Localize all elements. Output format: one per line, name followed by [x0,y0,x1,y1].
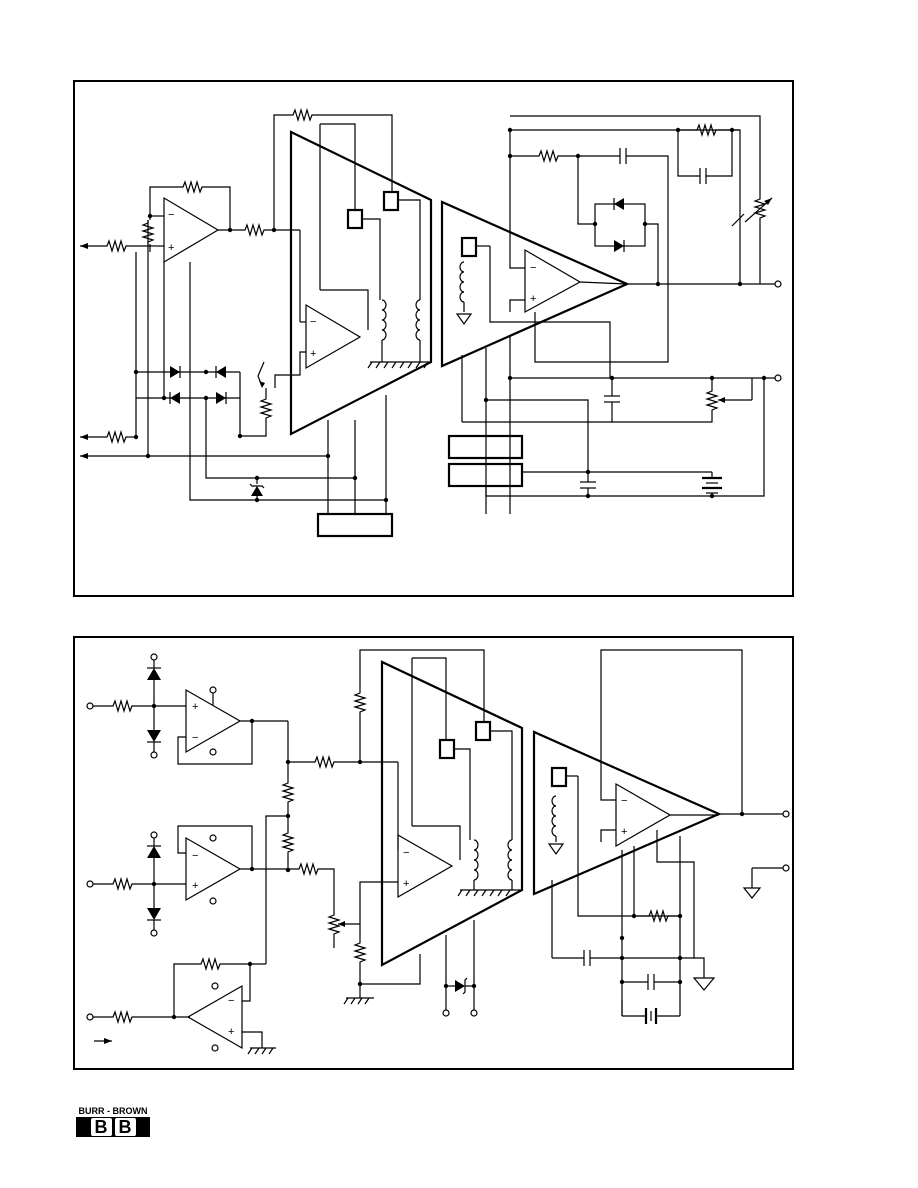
output-ground-symbol-2 [547,843,565,856]
isolation-block-c [438,738,456,760]
divider-resistor-bottom [282,829,294,855]
isolation-block-b [382,190,400,212]
filter-capacitor [604,395,620,403]
coupling-resistor [241,224,267,236]
figure-1-frame [73,80,794,597]
transformer-coil-left-2 [473,839,479,881]
logo-mark: B B [76,1117,150,1137]
input-3-resistor [109,1011,135,1023]
diode-network [169,366,227,404]
sense-resistor [103,431,129,443]
battery-symbol [702,472,722,496]
output-opamp-minus-label: − [530,262,536,274]
clamp-diodes [613,198,625,252]
burr-brown-logo: BURR - BROWN B B [76,1106,150,1137]
output-ground-triangle [692,977,716,991]
reference-resistor [354,939,366,965]
isolation-block-d [474,720,492,742]
logo-letter-2: B [114,1118,136,1136]
transformer-coil-left [381,299,387,341]
balance-trim-pot [328,911,340,937]
buffer-opamp-1-minus-label: − [192,732,198,744]
logo-wordmark: BURR - BROWN [78,1106,148,1116]
output-ground-symbol [455,313,473,326]
input-power-supply-block [316,512,394,538]
output-power-block-a [447,434,524,460]
buffer-opamp-2-minus-label: − [192,850,198,862]
summing-resistor-2 [295,863,321,875]
inner-opamp-1 [305,303,362,370]
feedback-resistor [179,181,205,193]
input-opamp-minus-label: − [168,209,174,221]
input-1-resistor [109,700,135,712]
coupling-capacitor-2 [583,950,591,966]
battery-symbol-2 [644,1008,658,1024]
zener-diode [249,475,265,503]
buffer-opamp-2-plus-label: + [192,880,198,892]
bypass-capacitor [647,974,655,990]
output-opamp [524,248,582,314]
summing-resistor-1 [311,756,337,768]
isolation-amp-2-output-side [532,730,722,896]
output-coil [459,261,465,303]
inner-opamp-2-minus-label: − [403,847,409,859]
inverter-feedback-resistor [197,958,223,970]
input-resistor [103,240,129,252]
top-feedback-resistor-2 [354,689,366,715]
figure-1-schematic: − + [73,80,794,597]
isolation-amp-input-side [289,130,433,436]
offset-adjust-pot [706,387,718,413]
isolation-amp-2-input-side [380,660,524,967]
zener-diode-2 [446,977,474,995]
figure-2-schematic: + − [73,636,794,1070]
transformer-coil-right-2 [507,839,513,881]
inverting-opamp-plus-label: + [228,1026,234,1038]
offset-trim-pot [260,395,272,421]
output-isolation-block [460,236,478,258]
signal-ground-symbol [742,887,762,899]
output-isolation-block-2 [550,766,568,788]
output-opamp-plus-label: + [530,293,536,305]
signal-flow-arrow [104,1038,112,1044]
rc-capacitor [699,168,707,184]
output-opamp-2-plus-label: + [621,826,627,838]
transformer-coil-right [415,299,421,341]
inner-opamp-1-minus-label: − [310,316,316,328]
output-feedback-capacitor [619,148,627,164]
output-opamp-2 [615,782,672,848]
inner-opamp-2-plus-label: + [403,878,409,890]
input-opamp: − + [163,196,220,264]
supply-capacitor [580,481,596,489]
output-coil-2 [551,795,557,837]
inverting-opamp [186,984,243,1050]
figure-2-frame [73,636,794,1070]
divider-resistor-top [282,779,294,805]
input-2-protection-diodes [147,831,161,937]
input-2-resistor [109,878,135,890]
logo-letter-1: B [90,1118,112,1136]
output-opamp-2-minus-label: − [621,795,627,807]
input-opamp-plus-label: + [168,242,174,254]
inner-opamp-1-plus-label: + [310,348,316,360]
buffer-opamp-2 [185,836,242,902]
isolation-block-a [346,208,364,230]
top-feedback-resistor [289,109,315,121]
inner-opamp-2 [397,833,454,899]
inverting-opamp-minus-label: − [228,995,234,1007]
buffer-opamp-1-plus-label: + [192,701,198,713]
output-feedback-resistor [535,150,561,162]
input-1-protection-diodes [147,653,161,759]
buffer-opamp-1 [185,688,242,754]
